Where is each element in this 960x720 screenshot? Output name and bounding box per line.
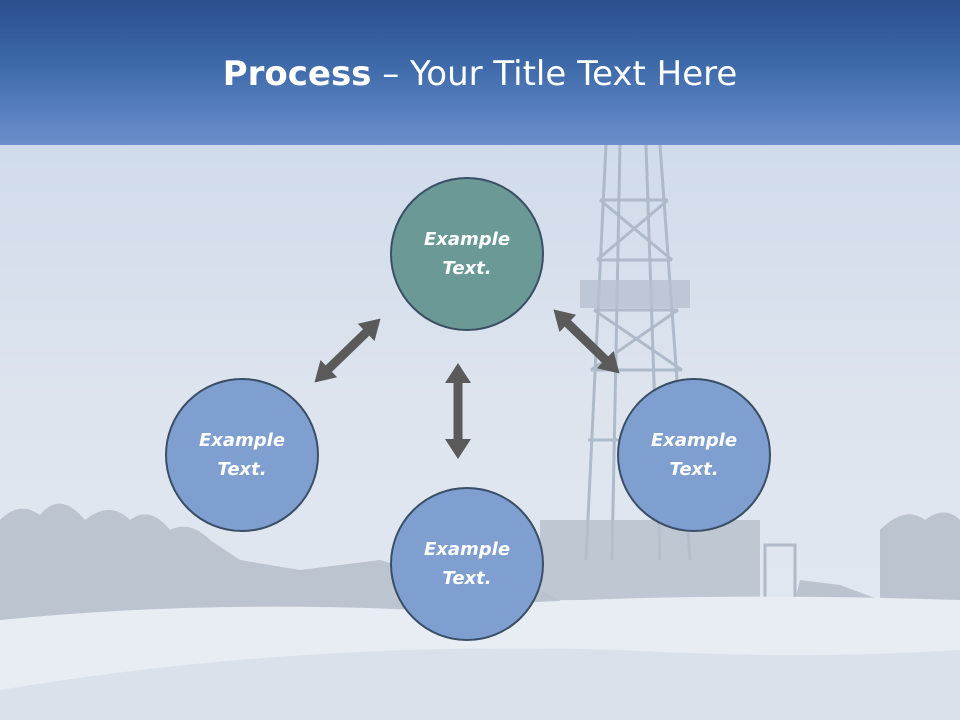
node-label: Example Text. [423,539,511,589]
node-label: Example Text. [198,430,286,480]
title-bar [0,0,960,145]
process-node-left[interactable]: Example Text. [165,378,319,532]
node-label: Example Text. [650,430,738,480]
node-label: Example Text. [423,229,511,279]
process-node-top[interactable]: Example Text. [390,177,544,331]
title-bold: Process [222,54,372,94]
title-rest: – Your Title Text Here [371,54,738,94]
slide-title: Process – Your Title Text Here [0,52,960,96]
process-node-bottom[interactable]: Example Text. [390,487,544,641]
process-node-right[interactable]: Example Text. [617,378,771,532]
